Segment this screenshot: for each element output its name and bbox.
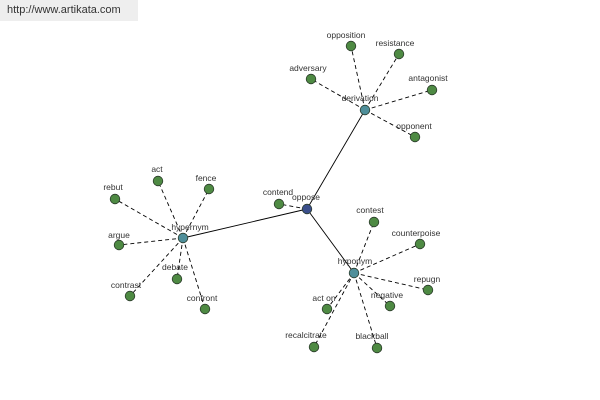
node-label-contrast: contrast xyxy=(111,280,142,290)
node-marker-contend[interactable] xyxy=(273,198,285,210)
node-marker-resistance[interactable] xyxy=(393,48,405,60)
node-label-confront: confront xyxy=(187,293,218,303)
node-label-contest: contest xyxy=(356,205,384,215)
edge-hypernym-fence xyxy=(182,188,210,239)
edge-oppose-hyponym xyxy=(306,208,355,274)
node-marker-act[interactable] xyxy=(152,175,164,187)
edge-hyponym-counterpoise xyxy=(353,243,421,274)
node-marker-debate[interactable] xyxy=(171,273,183,285)
node-contest[interactable]: contest xyxy=(356,205,384,228)
node-negative[interactable]: negative xyxy=(371,290,403,312)
node-label-blackball: blackball xyxy=(355,331,388,341)
node-layer: opposition resistance adversary antagonist o… xyxy=(103,30,448,354)
node-label-derivation: derivation xyxy=(342,93,379,103)
node-marker-rebut[interactable] xyxy=(109,193,121,205)
edge-layer xyxy=(114,45,433,349)
node-marker-hypernym[interactable] xyxy=(177,232,189,244)
edge-hyponym-contest xyxy=(353,221,375,274)
edge-derivation-opponent xyxy=(364,109,416,138)
node-confront[interactable]: confront xyxy=(187,293,218,315)
node-act[interactable]: act xyxy=(151,164,164,187)
node-label-repugn: repugn xyxy=(414,274,441,284)
node-hypernym[interactable]: hypernym xyxy=(171,222,209,244)
node-hyponym[interactable]: hyponym xyxy=(338,256,373,279)
node-argue[interactable]: argue xyxy=(108,230,130,251)
node-marker-counterpoise[interactable] xyxy=(414,238,426,250)
edge-hyponym-recalcitrate xyxy=(313,272,355,348)
node-label-resistance: resistance xyxy=(376,38,415,48)
node-marker-adversary[interactable] xyxy=(305,73,317,85)
node-marker-repugn[interactable] xyxy=(422,284,434,296)
node-label-negative: negative xyxy=(371,290,403,300)
node-marker-opposition[interactable] xyxy=(345,40,357,52)
node-debate[interactable]: debate xyxy=(162,262,188,285)
node-label-argue: argue xyxy=(108,230,130,240)
edge-derivation-opposition xyxy=(350,45,366,111)
node-marker-opponent[interactable] xyxy=(409,131,421,143)
node-marker-hyponym[interactable] xyxy=(348,267,360,279)
node-contrast[interactable]: contrast xyxy=(111,280,142,302)
node-act-on[interactable]: act on xyxy=(312,293,336,315)
node-label-counterpoise: counterpoise xyxy=(392,228,441,238)
node-antagonist[interactable]: antagonist xyxy=(408,73,448,96)
node-label-debate: debate xyxy=(162,262,188,272)
node-derivation[interactable]: derivation xyxy=(342,93,379,116)
node-label-act-on: act on xyxy=(312,293,335,303)
node-counterpoise[interactable]: counterpoise xyxy=(392,228,441,250)
edge-hyponym-act-on xyxy=(326,272,355,310)
node-fence[interactable]: fence xyxy=(196,173,217,195)
node-marker-argue[interactable] xyxy=(113,239,125,251)
edge-derivation-antagonist xyxy=(364,89,433,111)
node-marker-act-on[interactable] xyxy=(321,303,333,315)
node-marker-antagonist[interactable] xyxy=(426,84,438,96)
edge-oppose-derivation xyxy=(306,109,366,210)
node-adversary[interactable]: adversary xyxy=(289,63,327,85)
node-label-act: act xyxy=(151,164,163,174)
edge-hyponym-repugn xyxy=(353,272,429,291)
edge-derivation-resistance xyxy=(364,53,400,111)
node-label-rebut: rebut xyxy=(103,182,123,192)
edge-hyponym-negative xyxy=(353,272,391,307)
node-label-contend: contend xyxy=(263,187,294,197)
node-label-antagonist: antagonist xyxy=(408,73,448,83)
source-watermark: http://www.artikata.com xyxy=(0,0,138,21)
node-rebut[interactable]: rebut xyxy=(103,182,123,205)
node-label-hypernym: hypernym xyxy=(171,222,208,232)
edge-hypernym-confront xyxy=(182,237,206,310)
node-contend[interactable]: contend xyxy=(263,187,294,210)
node-label-fence: fence xyxy=(196,173,217,183)
node-oppose[interactable]: oppose xyxy=(292,192,320,215)
node-label-opposition: opposition xyxy=(327,30,366,40)
node-opponent[interactable]: opponent xyxy=(396,121,432,143)
node-repugn[interactable]: repugn xyxy=(414,274,441,296)
node-opposition[interactable]: opposition xyxy=(327,30,366,52)
node-label-recalcitrate: recalcitrate xyxy=(285,330,327,340)
edge-hypernym-argue xyxy=(118,237,184,246)
node-label-hyponym: hyponym xyxy=(338,256,373,266)
node-marker-contest[interactable] xyxy=(368,216,380,228)
node-marker-fence[interactable] xyxy=(203,183,215,195)
edge-derivation-adversary xyxy=(310,78,366,111)
node-marker-negative[interactable] xyxy=(384,300,396,312)
edge-hypernym-act xyxy=(157,180,184,239)
node-label-opponent: opponent xyxy=(396,121,432,131)
edge-hypernym-contrast xyxy=(129,237,184,297)
edge-hyponym-blackball xyxy=(353,272,378,349)
node-resistance[interactable]: resistance xyxy=(376,38,415,60)
node-label-adversary: adversary xyxy=(289,63,327,73)
node-marker-oppose[interactable] xyxy=(301,203,313,215)
node-marker-recalcitrate[interactable] xyxy=(308,341,320,353)
node-marker-confront[interactable] xyxy=(199,303,211,315)
node-label-oppose: oppose xyxy=(292,192,320,202)
node-marker-derivation[interactable] xyxy=(359,104,371,116)
node-marker-blackball[interactable] xyxy=(371,342,383,354)
node-recalcitrate[interactable]: recalcitrate xyxy=(285,330,327,353)
edge-hypernym-rebut xyxy=(114,198,184,239)
node-blackball[interactable]: blackball xyxy=(355,331,389,354)
node-marker-contrast[interactable] xyxy=(124,290,136,302)
edge-oppose-hypernym xyxy=(182,208,308,239)
